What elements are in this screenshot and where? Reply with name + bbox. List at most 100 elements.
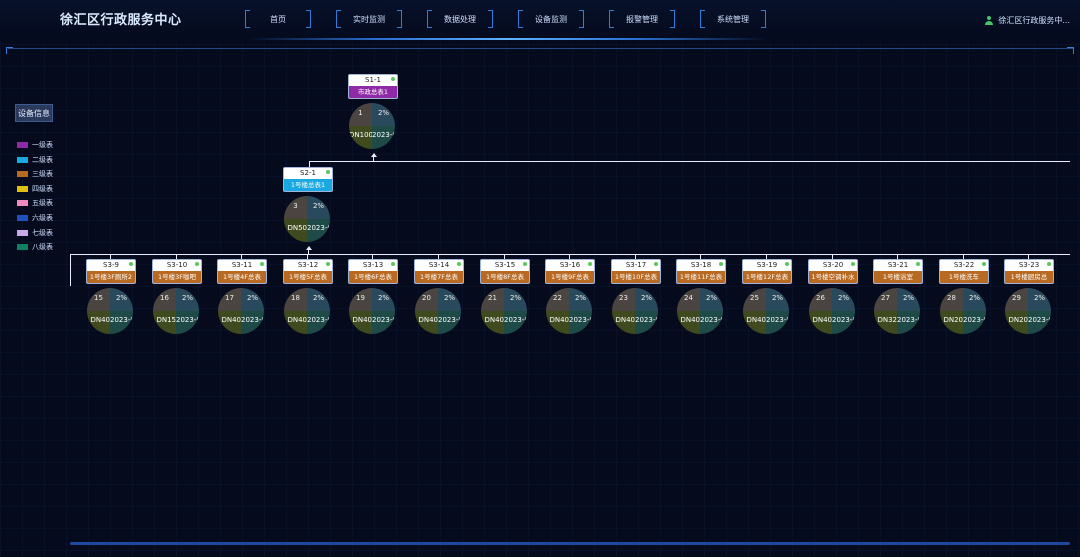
node-id: S3-23 <box>1005 260 1053 271</box>
pie-quadrant <box>241 288 264 311</box>
node-date: 2023-09- <box>241 316 264 324</box>
node-number: 21 <box>488 294 497 302</box>
pie-quadrant <box>612 288 635 311</box>
node-name: 1号楼9F总表 <box>546 271 594 283</box>
pie-quadrant <box>1028 288 1051 311</box>
connector-line <box>110 254 111 260</box>
app-title: 徐汇区行政服务中心 <box>60 13 182 28</box>
user-icon <box>985 16 994 25</box>
legend-label: 八级表 <box>32 243 53 252</box>
connector-line <box>372 254 373 260</box>
node-id: S3-22 <box>940 260 988 271</box>
node-id: S3-17 <box>612 260 660 271</box>
status-dot <box>260 262 264 266</box>
node-percent: 2% <box>640 294 653 302</box>
node-number: 17 <box>225 294 234 302</box>
node-diameter: DN40 <box>418 316 438 324</box>
legend-label: 六级表 <box>32 214 53 222</box>
nav-home[interactable]: 首页 <box>245 10 311 28</box>
nav-data-processing[interactable]: 数据处理 <box>427 10 493 28</box>
node-diameter: DN15 <box>156 316 176 324</box>
legend-swatch <box>17 215 28 221</box>
node-date: 2023-09- <box>963 316 986 324</box>
node-number: 24 <box>684 294 693 302</box>
node-diameter: DN40 <box>680 316 700 324</box>
node-diameter: DN40 <box>746 316 766 324</box>
connector-line <box>309 161 1070 162</box>
pie-quadrant <box>743 288 766 311</box>
pie-quadrant <box>307 219 330 242</box>
node-id: S2-1 <box>284 168 332 179</box>
pie-quadrant <box>677 288 700 311</box>
node-number: 27 <box>881 294 890 302</box>
nav-alarm-management[interactable]: 报警管理 <box>609 10 675 28</box>
nav-system-management[interactable]: 系统管理 <box>700 10 766 28</box>
node-diameter: DN50 <box>287 224 307 232</box>
pie-quadrant <box>546 288 569 311</box>
status-dot <box>588 262 592 266</box>
legend-title-button[interactable]: 设备信息 <box>15 104 53 122</box>
horizontal-scrollbar[interactable] <box>70 542 1070 545</box>
nav-realtime-monitor[interactable]: 实时监测 <box>336 10 402 28</box>
node-name: 1号楼11F总表 <box>677 271 725 283</box>
node-number: 1 <box>358 109 363 117</box>
pie-quadrant <box>766 311 789 334</box>
node-name: 1号楼3F厕所2 <box>87 271 135 283</box>
node-percent: 2% <box>115 294 128 302</box>
connector-line <box>176 254 177 260</box>
pie-quadrant <box>700 311 723 334</box>
pie-quadrant <box>546 311 569 334</box>
node-percent: 2% <box>181 294 194 302</box>
nav-device-monitor[interactable]: 设备监测 <box>518 10 584 28</box>
legend-swatch <box>17 171 28 178</box>
node-id: S3-20 <box>809 260 857 271</box>
node-id: S1-1 <box>349 75 397 86</box>
status-dot <box>654 262 658 266</box>
node-percent: 2% <box>837 294 850 302</box>
node-id: S3-9 <box>87 260 135 271</box>
pie-quadrant <box>569 311 592 334</box>
user-menu[interactable]: 徐汇区行政服务中... <box>985 15 1070 26</box>
pie-quadrant <box>897 311 920 334</box>
pie-quadrant <box>832 311 855 334</box>
node-id: S3-15 <box>481 260 529 271</box>
